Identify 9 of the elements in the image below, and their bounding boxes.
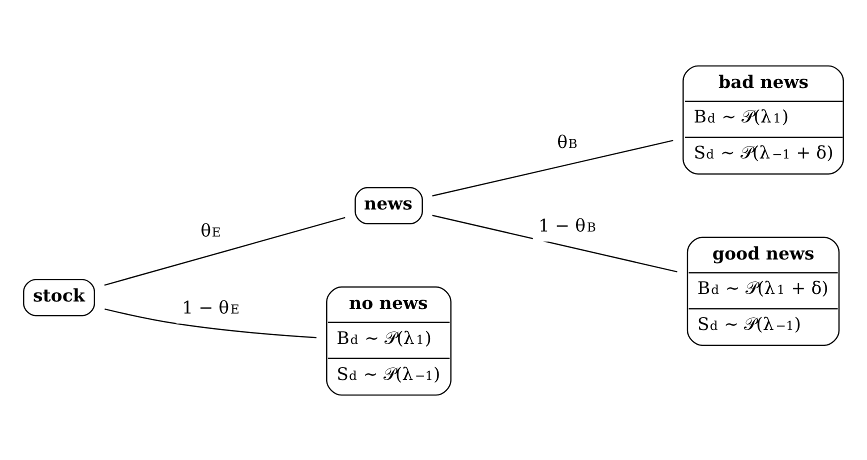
edge-label: θB [557,132,578,153]
connector [432,139,674,196]
connector [432,214,678,272]
node-box: stock [23,278,96,316]
edge-label: θE [200,220,221,241]
edge-label: 1 − θE [182,298,240,318]
connector [104,308,316,338]
edge-label: 1 − θB [538,216,596,236]
node-box: news [354,186,423,224]
